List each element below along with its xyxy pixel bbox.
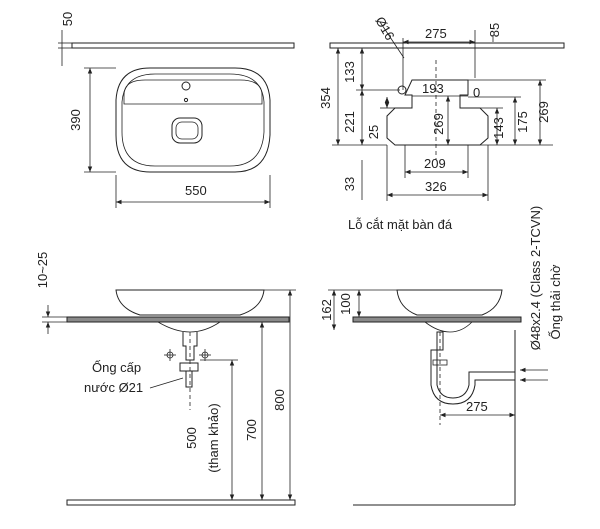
drain-spec-label: Ø48x2.4 (Class 2-TCVN) bbox=[528, 206, 543, 350]
dim-354-label: 354 bbox=[318, 87, 333, 109]
basin-deck-top-view bbox=[123, 79, 263, 105]
drain-label: Ống thải chờ bbox=[548, 264, 563, 339]
dim-275-label: 275 bbox=[425, 26, 447, 41]
dim-50-label: 50 bbox=[60, 12, 75, 26]
dim-diameter-label: Ø16 bbox=[372, 14, 397, 43]
dim-10-25-label: 10~25 bbox=[35, 252, 50, 289]
supply-label-line2: nước Ø21 bbox=[84, 380, 143, 395]
supply-valve-front-view bbox=[179, 362, 199, 372]
dim-reference-label: (tham khảo) bbox=[206, 403, 221, 472]
tap-hole-top-view bbox=[181, 81, 191, 91]
dim-326-label: 326 bbox=[425, 179, 447, 194]
dim-33-label: 33 bbox=[342, 177, 357, 191]
drain-cover-top-view bbox=[171, 117, 203, 144]
dim-700-label: 700 bbox=[244, 419, 259, 441]
basin-bottom-side-view bbox=[424, 321, 473, 333]
basin-outline-top-view bbox=[115, 67, 271, 173]
dim-221-label: 221 bbox=[342, 111, 357, 133]
side-view: 162 100 275 Ø48x2.4 (Class 2-TCVN) Ống t… bbox=[319, 206, 563, 506]
dim-162-label: 162 bbox=[319, 299, 334, 321]
dim-269-inner-label: 269 bbox=[431, 113, 446, 135]
basin-profile-side-view bbox=[396, 289, 503, 316]
dim-193-label: 193 bbox=[422, 81, 444, 96]
dim-133-label: 133 bbox=[342, 61, 357, 83]
countertop-edge-top-view bbox=[71, 42, 295, 49]
basin-profile-front-view bbox=[115, 289, 265, 316]
countertop-side-view bbox=[352, 316, 522, 323]
dim-143-label: 143 bbox=[491, 117, 506, 139]
dim-100-label: 100 bbox=[338, 293, 353, 315]
countertop-front-view bbox=[66, 316, 290, 323]
cutout-view: Ø16 275 85 133 354 193 221 0 269 25 bbox=[318, 14, 565, 232]
dim-175-label: 175 bbox=[515, 111, 530, 133]
cutout-caption: Lỗ cắt mặt bàn đá bbox=[348, 217, 453, 232]
basin-bottom-front-view bbox=[157, 321, 221, 333]
dim-275-side-label: 275 bbox=[466, 399, 488, 414]
overflow-icon bbox=[183, 97, 189, 103]
basin-inner-top-view bbox=[121, 73, 265, 167]
dim-85-label: 85 bbox=[487, 23, 502, 37]
dim-550-label: 550 bbox=[185, 183, 207, 198]
dim-500-label: 500 bbox=[184, 427, 199, 449]
supply-label-line1: Ống cấp bbox=[92, 360, 141, 375]
dim-800-label: 800 bbox=[272, 389, 287, 411]
top-view: 50 390 550 bbox=[58, 12, 295, 208]
dim-25-label: 25 bbox=[366, 125, 381, 139]
countertop-edge-cutout-view bbox=[329, 42, 565, 49]
dim-0-label: 0 bbox=[473, 85, 480, 100]
drain-cover-inner-top-view bbox=[175, 121, 199, 140]
dim-390-label: 390 bbox=[68, 109, 83, 131]
p-trap-side-view bbox=[430, 349, 516, 405]
front-view: 10~25 Ống cấp nước Ø21 500 (tham khảo) 7… bbox=[35, 252, 296, 506]
dim-269-right-label: 269 bbox=[536, 101, 551, 123]
dim-209-label: 209 bbox=[424, 156, 446, 171]
floor-front-view bbox=[66, 499, 296, 506]
supply-hose-front-view bbox=[185, 370, 193, 388]
